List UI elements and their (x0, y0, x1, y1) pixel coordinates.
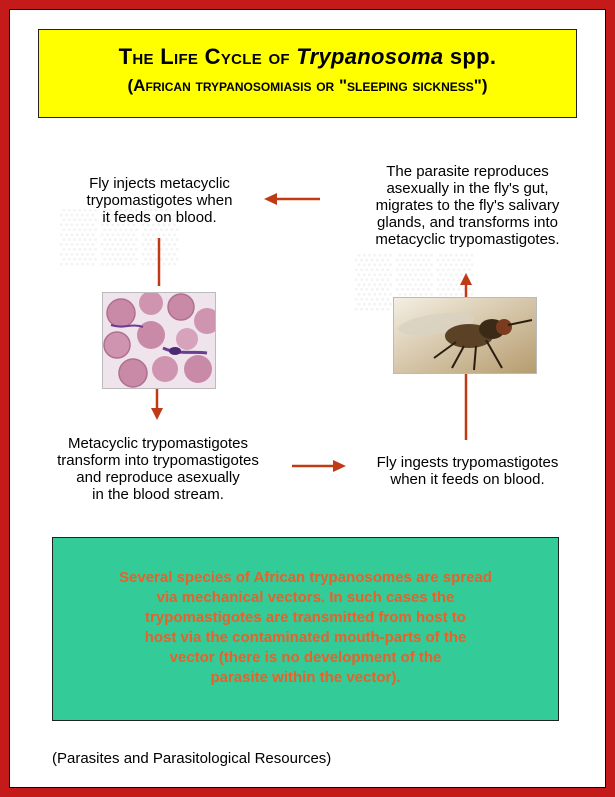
arrow-right-icon (292, 460, 346, 472)
step-line: and reproduce asexually (76, 469, 240, 486)
title-prefix: The Life Cycle of (118, 44, 297, 69)
tsetse-fly-image (393, 297, 537, 374)
title-box: The Life Cycle of Trypanosoma spp. (Afri… (38, 29, 577, 118)
step-line: asexually in the fly's gut, (386, 180, 549, 197)
step-fly-injects: Fly injects metacyclic trypomastigotes w… (62, 175, 257, 226)
step-fly-ingests: Fly ingests trypomastigotes when it feed… (355, 454, 580, 488)
step-line: Fly ingests trypomastigotes (376, 454, 559, 471)
step-line: glands, and transforms into (377, 214, 558, 231)
page-subtitle: (African trypanosomiasis or "sleeping si… (127, 76, 488, 95)
step-line: trypomastigotes when (86, 192, 233, 209)
note-line: via mechanical vectors. In such cases th… (156, 589, 455, 606)
note-line: trypomastigotes are transmitted from hos… (145, 609, 466, 626)
title-suffix: spp. (443, 44, 497, 69)
step-line: Fly injects metacyclic (89, 175, 230, 192)
step-line: it feeds on blood. (102, 209, 217, 226)
page-title: The Life Cycle of Trypanosoma spp. (39, 44, 576, 70)
arrow-left-icon (264, 193, 320, 205)
step-line: transform into trypomastigotes (57, 452, 259, 469)
note-line: parasite within the vector). (210, 669, 401, 686)
source-credit: (Parasites and Parasitological Resources… (52, 750, 332, 767)
note-text: Several species of African trypanosomes … (63, 568, 548, 688)
arrow-down-icon (151, 388, 163, 420)
mechanical-vector-note: Several species of African trypanosomes … (52, 537, 559, 721)
step-line: metacyclic trypomastigotes. (375, 231, 560, 248)
arrow-up-line-icon (464, 372, 468, 440)
arrow-up-icon (460, 273, 472, 297)
step-line: migrates to the fly's salivary (375, 197, 560, 214)
blood-smear-image (102, 292, 216, 389)
note-line: Several species of African trypanosomes … (119, 569, 492, 586)
title-genus: Trypanosoma (296, 44, 444, 69)
step-metacyclic-transform: Metacyclic trypomastigotes transform int… (38, 435, 278, 503)
step-line: when it feeds on blood. (390, 471, 545, 488)
step-line: The parasite reproduces (386, 163, 549, 180)
note-line: vector (there is no development of the (169, 649, 442, 666)
note-line: host via the contaminated mouth-parts of… (144, 629, 467, 646)
step-line: in the blood stream. (92, 486, 224, 503)
step-parasite-reproduces: The parasite reproduces asexually in the… (355, 163, 580, 248)
arrow-down-line-icon (157, 238, 161, 286)
step-line: Metacyclic trypomastigotes (67, 435, 249, 452)
